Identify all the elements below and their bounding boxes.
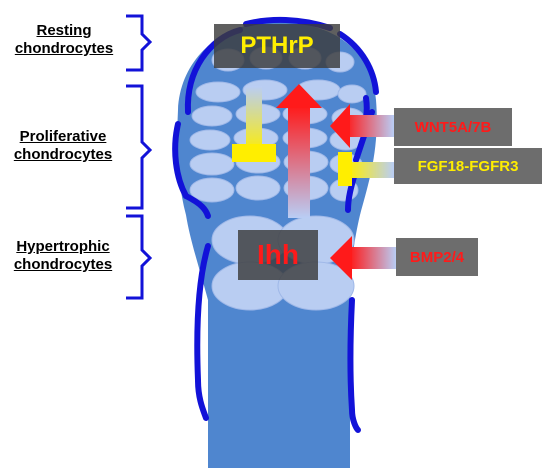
bracket-hypertrophic xyxy=(126,214,153,300)
bmp-signal-box: BMP2/4 xyxy=(396,238,478,276)
bracket-resting xyxy=(126,14,153,72)
pthrp-inhibition-arrow xyxy=(232,86,276,162)
fgf-inhibition-arrow xyxy=(338,152,394,186)
label-proliferative-line1: Proliferative xyxy=(19,128,107,145)
label-proliferative-line2: chondrocytes xyxy=(13,146,113,163)
pthrp-label: PTHrP xyxy=(240,32,314,59)
label-hypertrophic-line1: Hypertrophic xyxy=(16,238,110,255)
fgf-label: FGF18-FGFR3 xyxy=(417,157,519,175)
ihh-label: Ihh xyxy=(257,239,299,270)
fgf-signal-box: FGF18-FGFR3 xyxy=(394,148,542,184)
label-resting-chondrocytes: Resting chondrocytes xyxy=(2,22,126,58)
label-resting-line1: Resting xyxy=(36,22,92,39)
label-hypertrophic-line2: chondrocytes xyxy=(13,256,113,273)
bmp-arrow xyxy=(330,236,396,280)
ihh-upward-arrow xyxy=(276,84,322,218)
ihh-box: Ihh xyxy=(238,230,318,280)
label-hypertrophic-chondrocytes: Hypertrophic chondrocytes xyxy=(0,238,126,274)
label-proliferative-chondrocytes: Proliferative chondrocytes xyxy=(0,128,126,164)
label-resting-line2: chondrocytes xyxy=(14,40,114,57)
wnt-signal-box: WNT5A/7B xyxy=(394,108,512,146)
bmp-label: BMP2/4 xyxy=(409,248,465,266)
bracket-proliferative xyxy=(126,84,153,210)
zone-brackets xyxy=(126,14,153,300)
wnt-label: WNT5A/7B xyxy=(414,118,492,136)
pthrp-box: PTHrP xyxy=(214,24,340,68)
wnt-arrow xyxy=(330,104,394,148)
